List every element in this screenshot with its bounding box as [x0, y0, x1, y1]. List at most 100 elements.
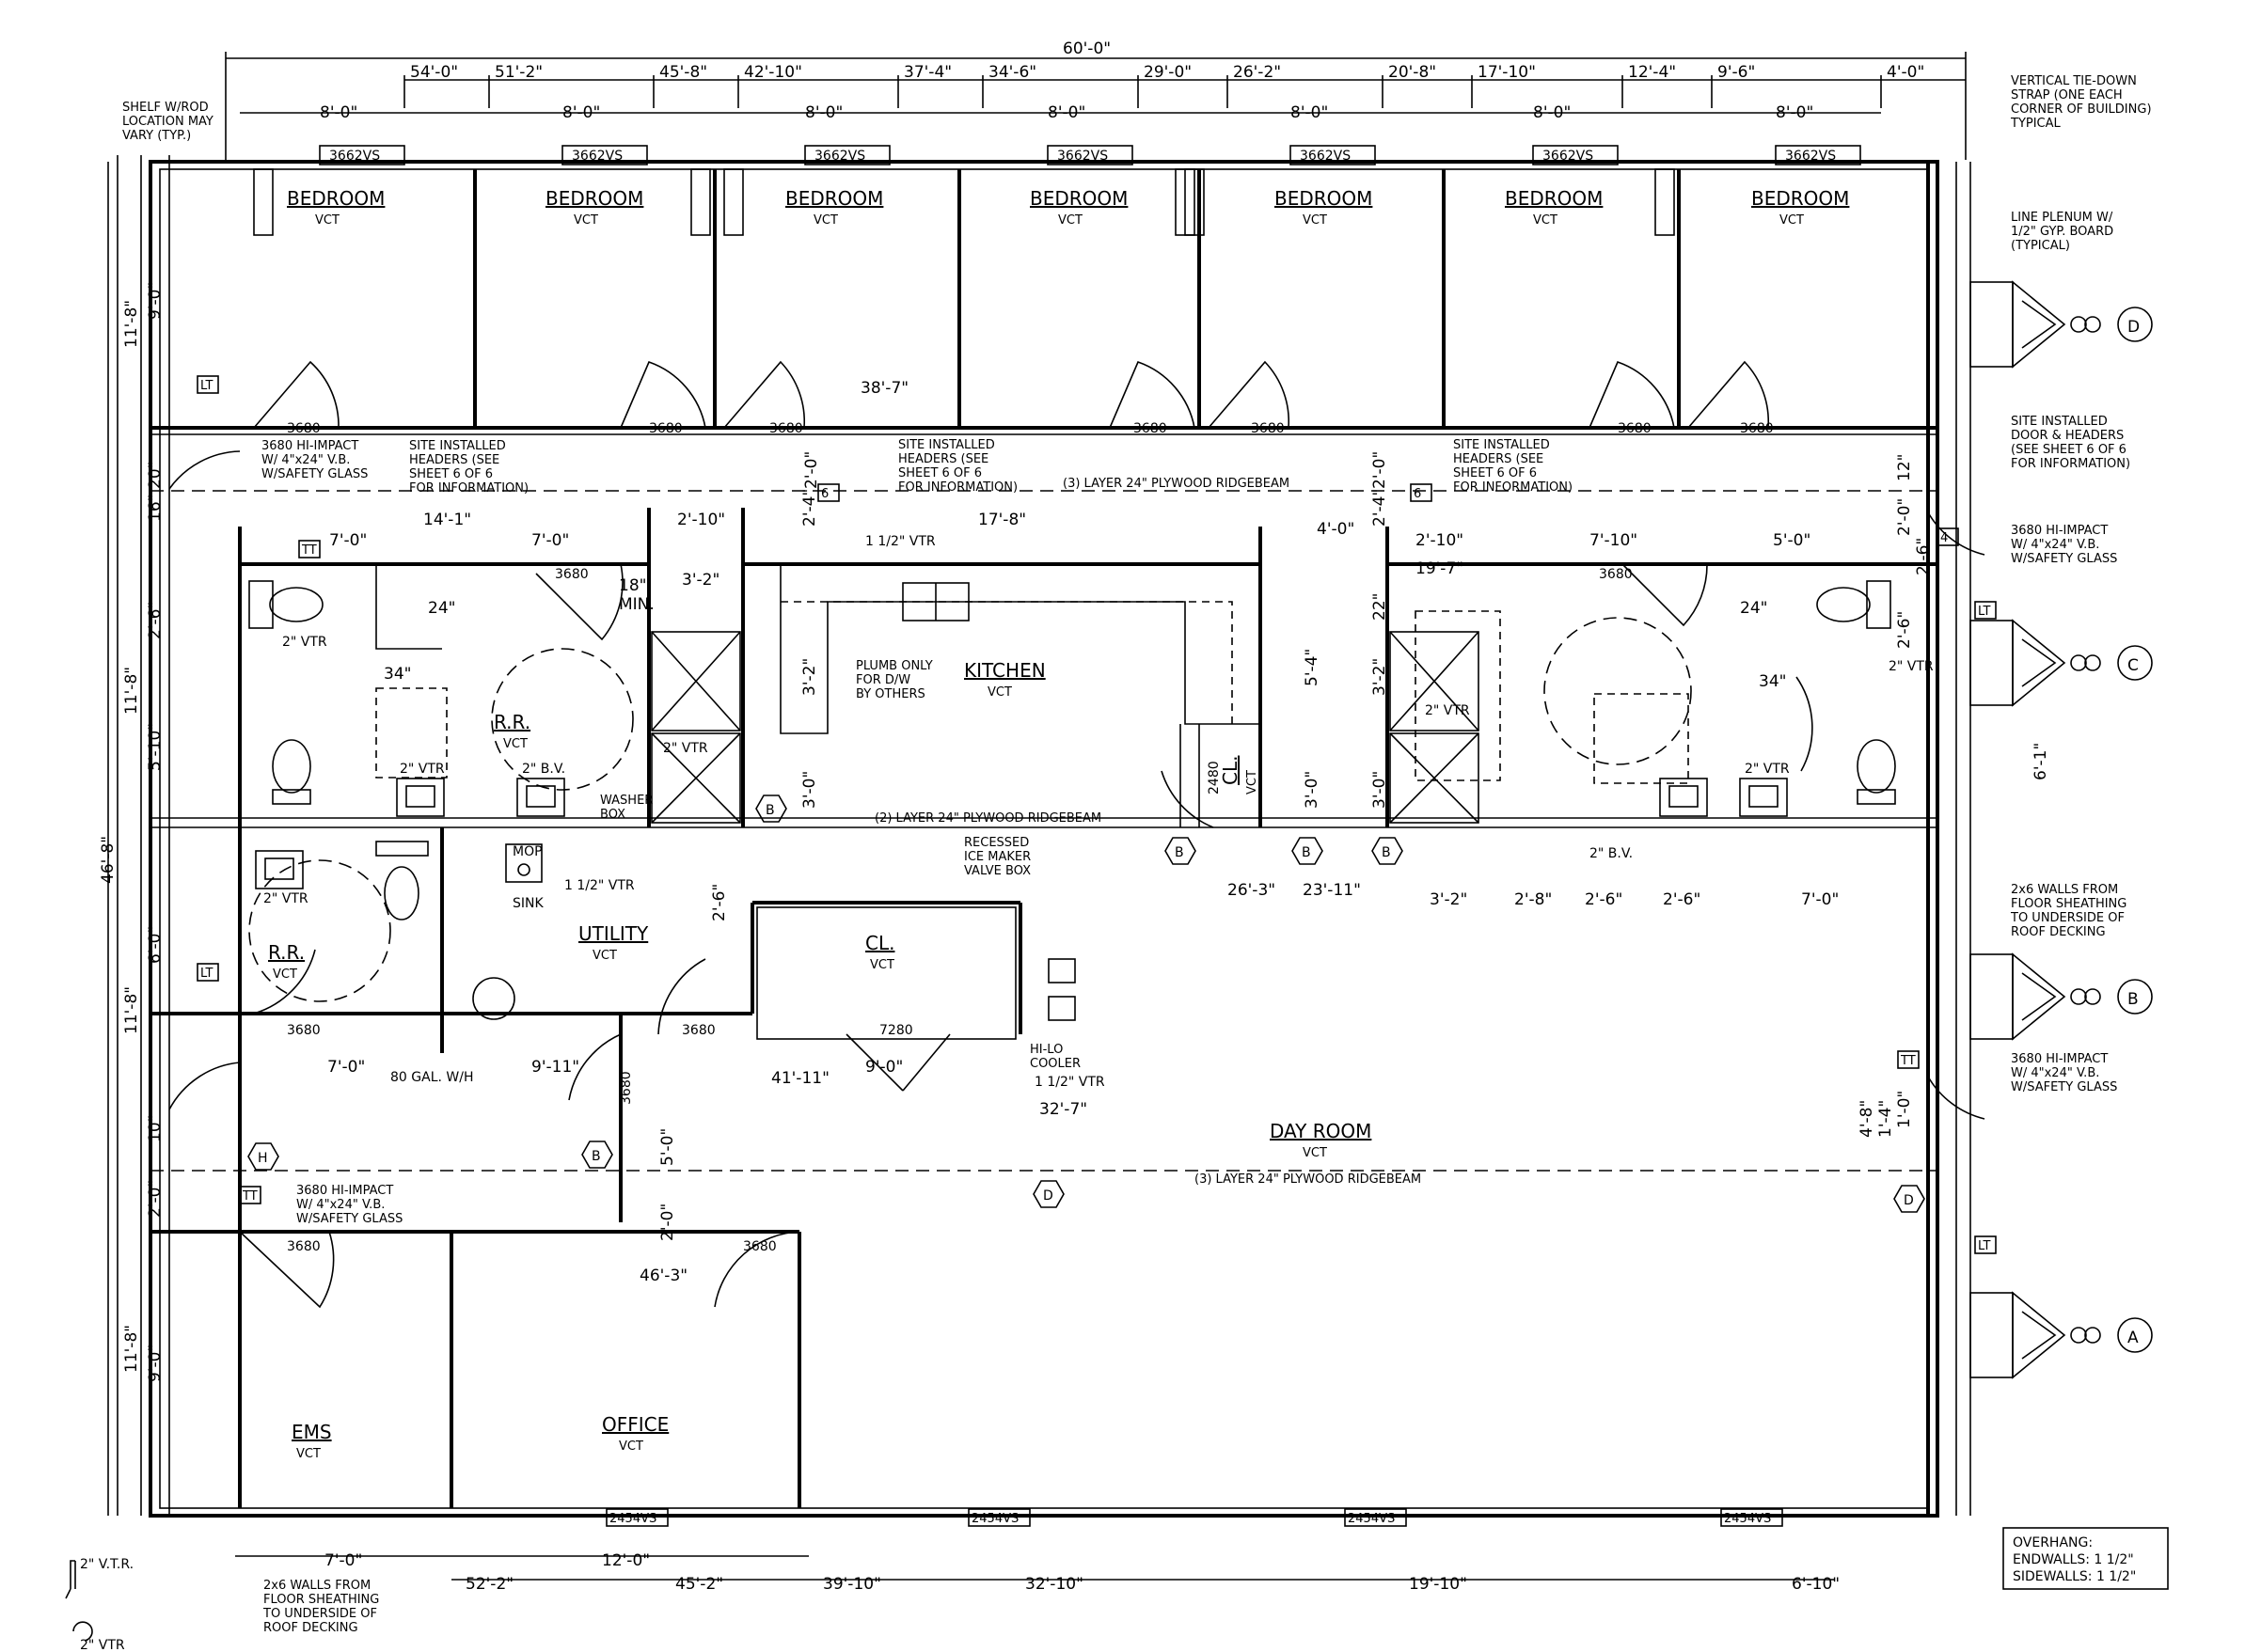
- hex-tag: [755, 795, 787, 823]
- hitch-icon: [2012, 619, 2066, 707]
- hex-tag: [1033, 1180, 1065, 1208]
- note-hi-impact: 3680 HI-IMPACT: [2011, 524, 2108, 538]
- hex-tag-label: B: [1302, 845, 1311, 860]
- svg-text:2" VTR: 2" VTR: [263, 891, 308, 906]
- interior-dim: 1'-4": [1876, 1100, 1895, 1138]
- note-plumb: BY OTHERS: [856, 687, 925, 701]
- svg-text:1 1/2" VTR: 1 1/2" VTR: [865, 534, 936, 549]
- svg-text:2" VTR: 2" VTR: [1889, 659, 1934, 674]
- bedrooms: BEDROOMVCTBEDROOMVCTBEDROOMVCTBEDROOMVCT…: [287, 187, 1849, 228]
- svg-text:VCT: VCT: [503, 737, 528, 751]
- ridgebeam-middle: (2) LAYER 24" PLYWOOD RIDGEBEAM: [875, 811, 1101, 826]
- interior-dim: 3'-2": [1370, 658, 1389, 696]
- interior-dim: 18": [619, 576, 646, 595]
- svg-text:ENDWALLS: 1 1/2": ENDWALLS: 1 1/2": [2013, 1552, 2134, 1567]
- interior-dim: 2'-6": [1895, 611, 1914, 649]
- lavatories: [255, 778, 1788, 889]
- top-dim: 34'-6": [988, 63, 1036, 82]
- svg-text:3680: 3680: [769, 421, 803, 436]
- grid-tag: B: [2127, 990, 2139, 1009]
- svg-text:VCT: VCT: [619, 1440, 643, 1454]
- svg-text:2" VTR: 2" VTR: [282, 635, 327, 650]
- bedroom-door-labels: 3680 3680 3680 3680 3680 3680 3680: [287, 421, 1774, 436]
- turning-circles: [248, 610, 1692, 1020]
- module-dim: 8'-0": [805, 103, 843, 122]
- svg-text:3680: 3680: [682, 1023, 716, 1038]
- svg-text:1 1/2" VTR: 1 1/2" VTR: [1035, 1075, 1105, 1090]
- square-tag: [298, 540, 321, 559]
- window-label: 2454VS: [609, 1512, 656, 1526]
- svg-text:2" VTR: 2" VTR: [663, 741, 708, 756]
- room-bedroom-3: BEDROOM: [785, 187, 883, 210]
- top-dim: 17'-10": [1478, 63, 1536, 82]
- note-hi-impact: W/SAFETY GLASS: [2011, 552, 2117, 566]
- interior-dim: 3'-0": [1370, 771, 1389, 809]
- note-site-headers: SITE INSTALLED: [898, 438, 995, 452]
- overall-width-dim: 60'-0": [1063, 39, 1111, 58]
- note-hi-impact: W/ 4"x24" V.B.: [261, 453, 350, 467]
- interior-dim: 9'-11": [531, 1058, 579, 1077]
- note-site-headers: SITE INSTALLED: [1453, 438, 1550, 452]
- note-hi-impact: W/SAFETY GLASS: [296, 1212, 403, 1226]
- interior-dim: 7'-10": [1589, 531, 1637, 550]
- room-bedroom-1: BEDROOM: [287, 187, 385, 210]
- left-dim: 11'-8": [122, 1325, 141, 1373]
- module-dim: 8'-0": [1776, 103, 1813, 122]
- interior-dim: 7'-0": [329, 531, 367, 550]
- interior-dim: 5'-4": [1303, 649, 1321, 686]
- interior-dim: 4'-8": [1858, 1100, 1876, 1138]
- window-label: 3662VS: [1785, 149, 1836, 164]
- left-dim: 11'-8": [122, 300, 141, 348]
- interior-dim: 2'-6": [1914, 538, 1933, 575]
- svg-text:VCT: VCT: [273, 968, 297, 982]
- interior-dim: 4'-0": [1317, 520, 1354, 539]
- interior-dim: 12": [1895, 454, 1914, 481]
- hex-tag: [1164, 837, 1196, 865]
- note-walls: ROOF DECKING: [263, 1621, 358, 1635]
- interior-dim: 2'-4": [1370, 489, 1389, 527]
- hex-tag-label: D: [1904, 1193, 1914, 1208]
- note-site-headers: SHEET 6 OF 6: [1453, 466, 1537, 480]
- svg-text:3680: 3680: [555, 567, 589, 582]
- interior-dim: 19'-7": [1415, 559, 1463, 578]
- hex-tag: [1371, 837, 1403, 865]
- note-hi-impact: W/ 4"x24" V.B.: [296, 1198, 385, 1212]
- note-hi-impact: W/ 4"x24" V.B.: [2011, 1066, 2099, 1080]
- top-dim: 20'-8": [1388, 63, 1436, 82]
- interior-dim: 24": [1740, 599, 1767, 618]
- left-dim: 2'-6": [146, 602, 165, 639]
- room-bedroom-2: BEDROOM: [545, 187, 643, 210]
- note-shelf: VARY (TYP.): [122, 129, 191, 143]
- bottom-dimension-lines: [235, 1555, 1834, 1581]
- window: [968, 1508, 1031, 1527]
- interior-dim: 23'-11": [1303, 881, 1361, 900]
- note-site-door: (SEE SHEET 6 OF 6: [2011, 443, 2126, 457]
- interior-dim: 38'-7": [861, 379, 909, 398]
- svg-text:2" V.T.R.: 2" V.T.R.: [80, 1557, 134, 1572]
- note-site-door: FOR INFORMATION): [2011, 457, 2130, 471]
- bedroom-floor: VCT: [814, 213, 838, 228]
- interior-dim: 34": [1759, 672, 1786, 691]
- note-tiedown: STRAP (ONE EACH: [2011, 88, 2123, 102]
- note-walls: FLOOR SHEATHING: [263, 1593, 379, 1607]
- room-bedroom-7: BEDROOM: [1751, 187, 1849, 210]
- window-label: 3662VS: [814, 149, 865, 164]
- svg-text:VCT: VCT: [296, 1447, 321, 1461]
- interior-dim: 3'-2": [682, 571, 719, 590]
- window: [319, 145, 405, 165]
- note-hi-impact: W/SAFETY GLASS: [2011, 1080, 2117, 1094]
- toilets: [248, 580, 1896, 920]
- room-rr-1: R.R.: [494, 711, 530, 733]
- middle-walls: [150, 508, 1937, 1508]
- left-dim: 9'-0": [146, 1345, 165, 1382]
- grid-circle: [2117, 1317, 2153, 1353]
- hex-tag-label: H: [258, 1151, 268, 1166]
- kitchen-counter: [780, 564, 1260, 734]
- note-plenum: 1/2" GYP. BOARD: [2011, 225, 2113, 239]
- room-bedroom-6: BEDROOM: [1505, 187, 1603, 210]
- hitch-icon: [2012, 1291, 2066, 1379]
- svg-text:MOP: MOP: [513, 844, 543, 859]
- left-dim: 11'-8": [122, 667, 141, 715]
- module-dim: 8'-0": [562, 103, 600, 122]
- top-dim: 42'-10": [744, 63, 802, 82]
